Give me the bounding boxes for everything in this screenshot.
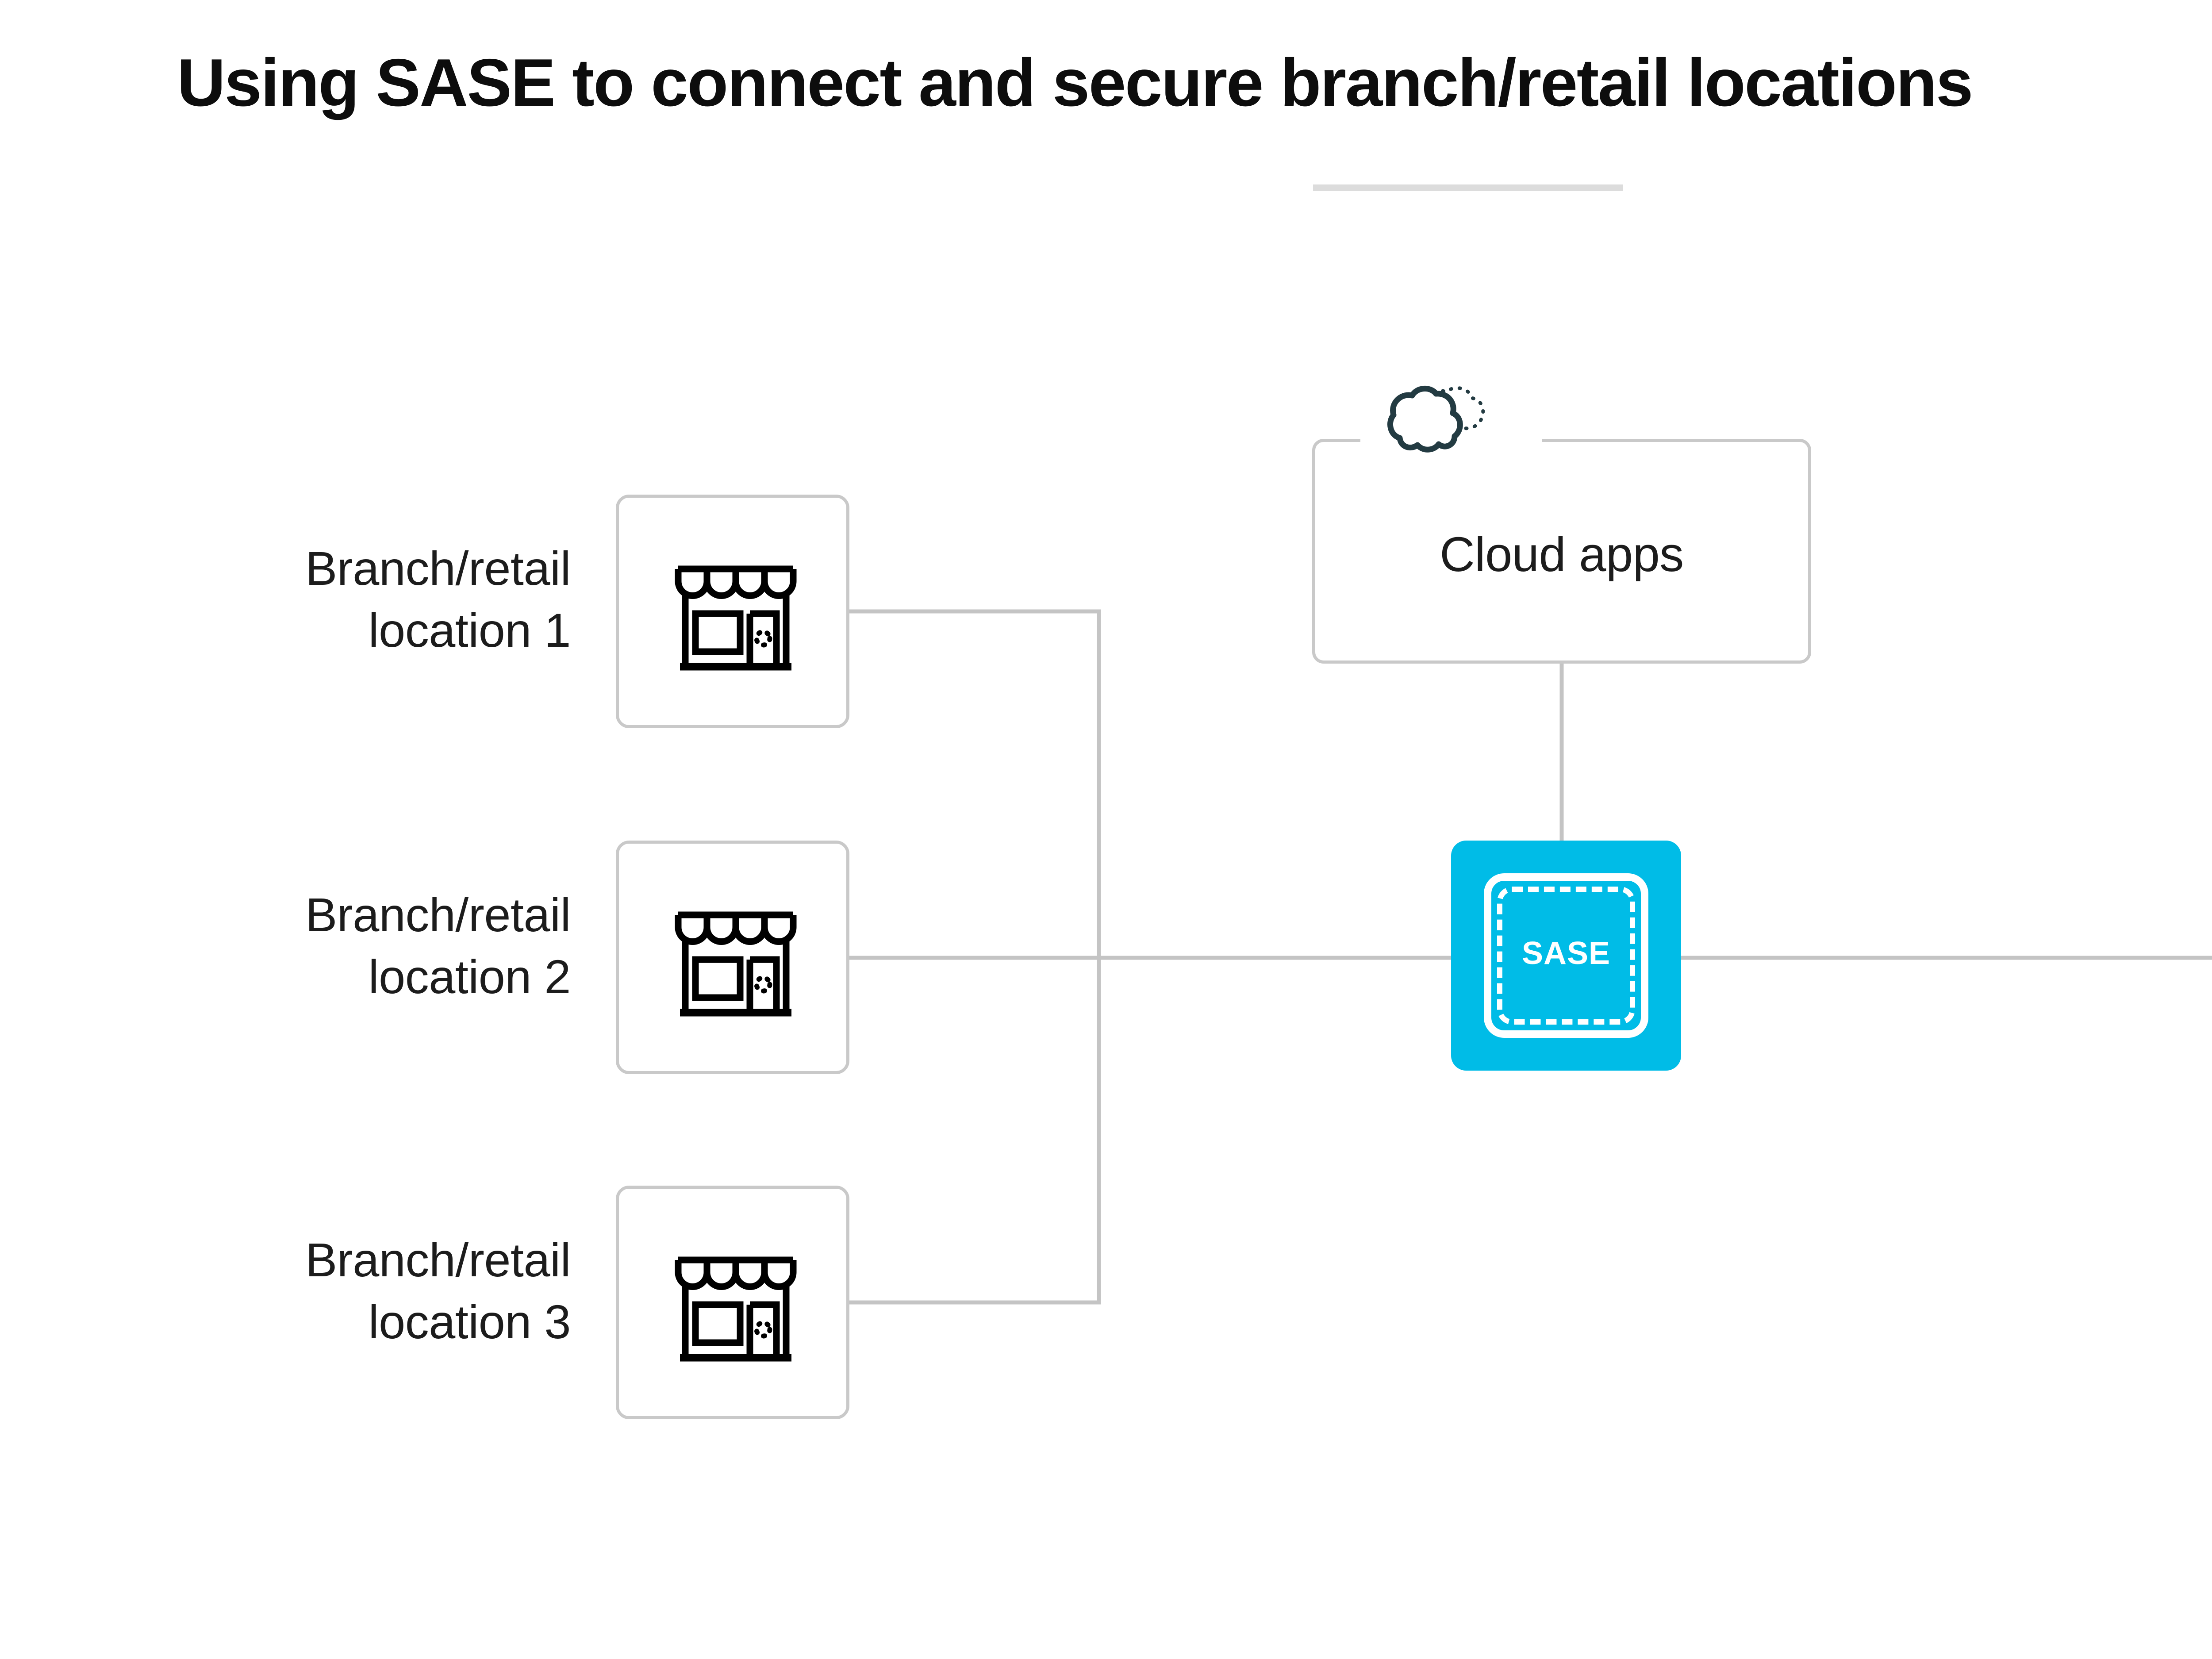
cloud-icon bbox=[1387, 385, 1485, 453]
line-branch1-to-trunk bbox=[849, 609, 1101, 958]
storefront-icon bbox=[675, 911, 797, 1017]
branch-location-3-label: Branch/retail location 3 bbox=[305, 1233, 571, 1349]
storefront-icon bbox=[675, 1256, 797, 1362]
sase-label: SASE bbox=[1521, 936, 1611, 971]
line-branch3-to-trunk bbox=[849, 958, 1101, 1305]
branch-location-2-label: Branch/retail location 2 bbox=[305, 888, 571, 1004]
cloud-apps-label: Cloud apps bbox=[1440, 527, 1684, 582]
sase-node[interactable]: SASE bbox=[1451, 841, 1681, 1071]
sase-shield-icon bbox=[1484, 873, 1648, 1038]
branch-location-1-label: Branch/retail location 1 bbox=[305, 541, 571, 657]
title-divider bbox=[1313, 184, 1623, 191]
branch-location-3-card[interactable] bbox=[616, 1186, 849, 1419]
branch-location-1-card[interactable] bbox=[616, 495, 849, 728]
sase-dashed-border bbox=[1497, 887, 1635, 1025]
storefront-icon bbox=[675, 565, 797, 671]
page-title: Using SASE to connect and secure branch/… bbox=[177, 45, 1973, 120]
cloud-apps-card[interactable] bbox=[1312, 439, 1811, 664]
branch-location-2-card[interactable] bbox=[616, 841, 849, 1074]
